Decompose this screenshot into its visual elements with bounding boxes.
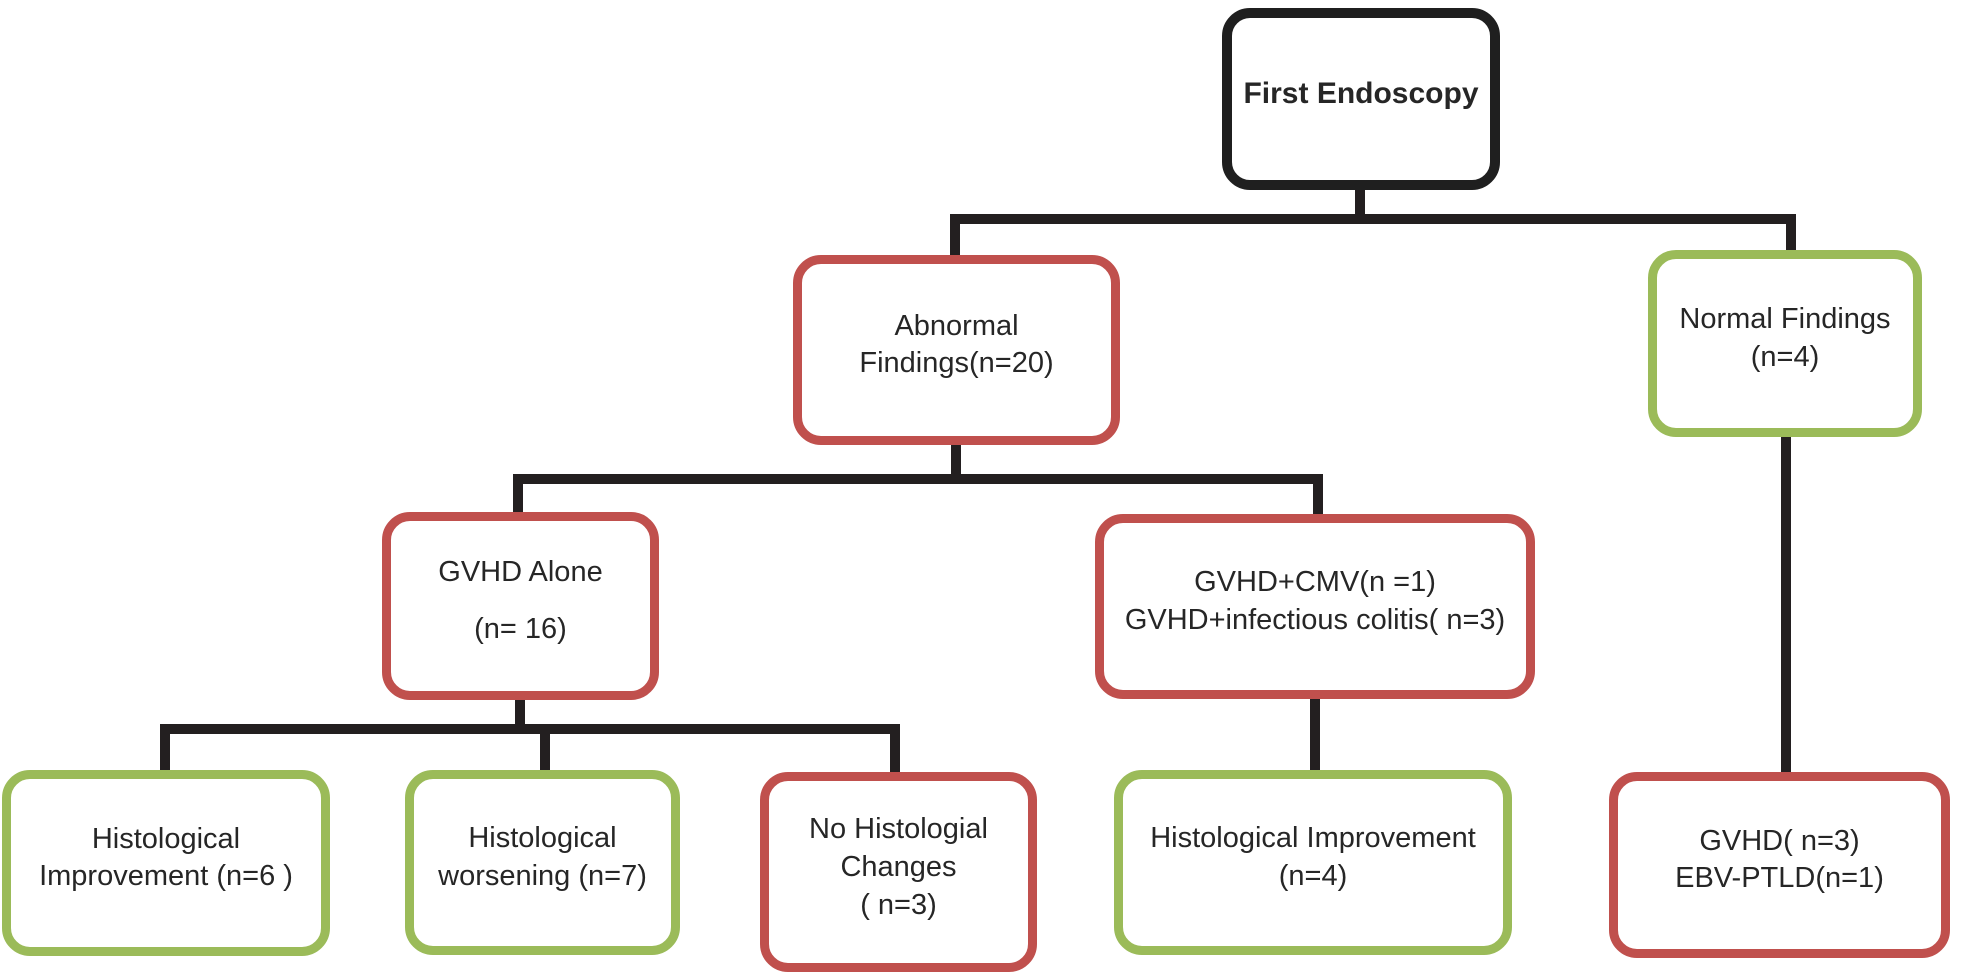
node-gvhd-alone-label: GVHD Alone (n= 16) (438, 556, 603, 645)
connector-drop-gvhd-cmv (1313, 474, 1323, 519)
node-histological-worsening-7-label: Histological worsening (n=7) (438, 822, 647, 892)
node-gvhd-cmv-infectious-label: GVHD+CMV(n =1) GVHD+infectious colitis( … (1124, 566, 1506, 636)
node-no-histological-changes-3: No Histologial Changes ( n=3) (760, 772, 1037, 972)
node-gvhd-alone: GVHD Alone (n= 16) (382, 512, 659, 700)
connector-drop-hist-worsening-7 (540, 724, 550, 775)
node-no-histological-changes-3-label: No Histologial Changes ( n=3) (809, 812, 988, 922)
connector-drop-no-hist-changes-3 (890, 724, 900, 777)
connector-drop-abnormal (950, 214, 960, 260)
connector-drop-gvhd-alone (513, 474, 523, 517)
node-histological-worsening-7: Histological worsening (n=7) (405, 770, 680, 955)
node-gvhd-cmv-infectious: GVHD+CMV(n =1) GVHD+infectious colitis( … (1095, 514, 1535, 699)
node-gvhd-ebv-ptld-label: GVHD( n=3) EBV-PTLD(n=1) (1675, 824, 1884, 894)
node-first-endoscopy: First Endoscopy (1222, 8, 1500, 190)
connector-normal-to-gvhd-ebv (1781, 435, 1791, 777)
node-abnormal-findings: Abnormal Findings(n=20) (793, 255, 1120, 445)
connector-gvhd-alone-stem (515, 698, 525, 730)
node-histological-improvement-4: Histological Improvement (n=4) (1114, 770, 1512, 955)
node-first-endoscopy-label: First Endoscopy (1243, 76, 1479, 110)
node-normal-findings-label: Normal Findings (n=4) (1679, 303, 1891, 373)
connector-root-stem (1355, 188, 1365, 224)
node-histological-improvement-6: Histological Improvement (n=6 ) (2, 770, 330, 956)
connector-level1-horizontal (950, 214, 1796, 224)
node-abnormal-findings-label: Abnormal Findings(n=20) (859, 309, 1054, 379)
node-normal-findings: Normal Findings (n=4) (1648, 250, 1922, 437)
connector-drop-normal (1786, 214, 1796, 255)
connector-gvhd-cmv-to-improvement-4 (1310, 697, 1320, 775)
node-histological-improvement-4-label: Histological Improvement (n=4) (1150, 822, 1476, 892)
connector-drop-hist-improvement-6 (160, 724, 170, 775)
node-histological-improvement-6-label: Histological Improvement (n=6 ) (39, 822, 293, 892)
connector-level2-horizontal (513, 474, 1323, 484)
connector-abnormal-stem (951, 443, 961, 479)
node-gvhd-ebv-ptld: GVHD( n=3) EBV-PTLD(n=1) (1609, 772, 1950, 958)
connector-level3-horizontal (160, 724, 900, 734)
